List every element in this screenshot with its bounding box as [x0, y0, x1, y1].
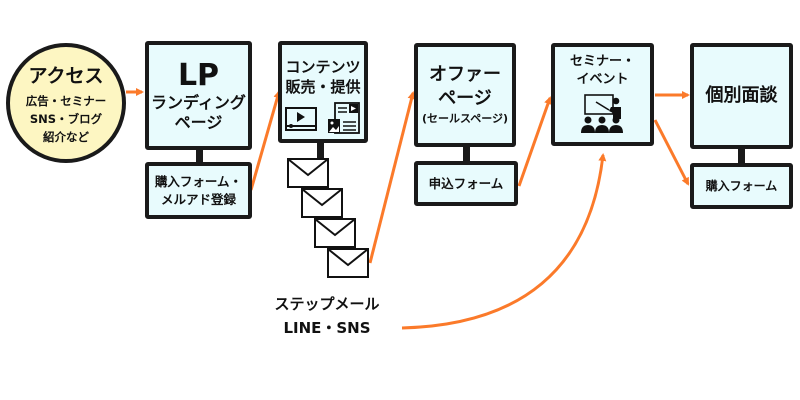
consult-form-box: 購入フォーム [690, 163, 793, 209]
lp-subtitle: ランディング [151, 92, 246, 112]
step-mail-label: ステップメール LINE・SNS [262, 292, 392, 340]
contents-title: 販売・提供 [285, 78, 361, 96]
access-title: アクセス [28, 64, 104, 87]
offer-form-label: 申込フォーム [428, 175, 504, 191]
lp-title: LP [177, 57, 220, 93]
arrow-seminar-to-consultform [653, 119, 690, 186]
access-line: 紹介など [43, 129, 89, 144]
consult-form-label: 購入フォーム [705, 179, 778, 193]
offer-box: オファー ページ (セールスページ) [414, 43, 516, 147]
envelope-icon [314, 218, 356, 248]
offer-title: ページ [438, 88, 492, 109]
lp-form-label: 購入フォーム・ [154, 173, 243, 189]
contents-box: コンテンツ 販売・提供 [278, 41, 368, 143]
lp-form-label: メルアド登録 [160, 191, 236, 207]
connector [317, 143, 324, 158]
seminar-box: セミナー・ イベント [551, 43, 654, 146]
contents-icons [285, 102, 360, 134]
offer-form-box: 申込フォーム [414, 161, 518, 206]
step-mail-line: ステップメール [274, 295, 380, 313]
arrow-stepmail-to-seminar [401, 153, 607, 330]
envelope-icon [301, 188, 343, 218]
arrow-stepmail-to-offer [368, 91, 416, 264]
access-line: 広告・セミナー [25, 93, 107, 108]
offer-subtitle: (セールスページ) [421, 112, 509, 125]
connector [738, 149, 745, 164]
arrow-offerform-to-seminar [517, 96, 552, 187]
lp-form-box: 購入フォーム・ メルアド登録 [145, 162, 252, 219]
envelope-icon [327, 248, 369, 278]
lp-box: LP ランディング ページ [145, 41, 252, 150]
lp-subtitle: ページ [174, 112, 223, 132]
video-player-icon [285, 107, 317, 131]
offer-title: オファー [429, 64, 501, 85]
seminar-title: イベント [576, 72, 629, 87]
seminar-title: セミナー・ [569, 54, 635, 69]
document-image-icon [328, 102, 360, 134]
seminar-presentation-icon [580, 94, 623, 133]
consult-title: 個別面談 [705, 85, 778, 106]
access-circle: アクセス 広告・セミナー SNS・ブログ 紹介など [6, 43, 126, 163]
envelope-icon [287, 158, 329, 188]
access-line: SNS・ブログ [29, 111, 103, 126]
connector [463, 147, 470, 162]
arrow-lpform-to-contents [249, 90, 282, 191]
connector [196, 150, 203, 163]
step-mail-line: LINE・SNS [283, 319, 371, 337]
consult-box: 個別面談 [690, 43, 793, 149]
contents-title: コンテンツ [285, 58, 361, 76]
